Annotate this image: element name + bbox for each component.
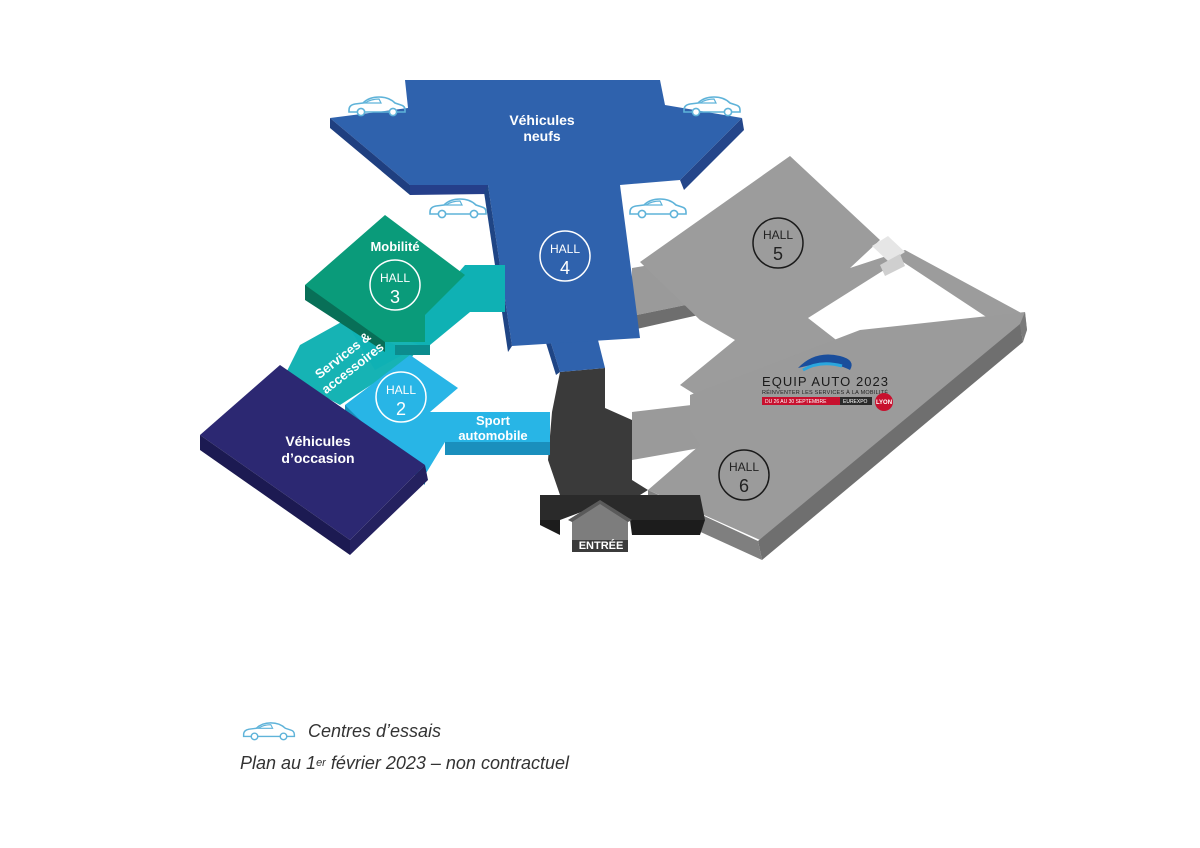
hall-5-6-block <box>632 156 1027 560</box>
label-vehicules-neufs-1: Véhicules <box>509 112 575 128</box>
hall-6-marker: HALL 6 <box>718 449 770 501</box>
hall-5-word: HALL <box>763 228 793 242</box>
hall-3-word: HALL <box>380 271 410 285</box>
logo-city: LYON <box>876 400 892 406</box>
hall-3-block <box>305 215 465 352</box>
hall-5-marker: HALL 5 <box>752 217 804 269</box>
label-occasion-2: d’occasion <box>281 450 354 466</box>
logo-tagline: RÉINVENTER LES SERVICES À LA MOBILITÉ <box>762 389 888 396</box>
hall-3-number: 3 <box>390 287 400 307</box>
occasion-block <box>200 365 428 555</box>
label-occasion-1: Véhicules <box>285 433 351 449</box>
hall-2-marker: HALL 2 <box>375 371 427 423</box>
hall-5-number: 5 <box>773 244 783 264</box>
label-sport-1: Sport <box>476 413 511 428</box>
legend-test-centers: Centres d’essais <box>240 716 569 746</box>
car-icon <box>429 198 487 219</box>
plan-note-prefix: Plan au 1 <box>240 752 317 773</box>
logo-venue: EUREXPO <box>843 399 868 405</box>
label-vehicules-neufs-2: neufs <box>523 128 561 144</box>
label-mobilite: Mobilité <box>370 239 419 254</box>
label-entree: ENTRÉE <box>579 539 624 552</box>
hall-4-word: HALL <box>550 242 580 256</box>
hall-4-marker: HALL 4 <box>539 230 591 282</box>
logo-brand: EQUIP AUTO 2023 <box>762 374 888 389</box>
equip-auto-logo: EQUIP AUTO 2023 RÉINVENTER LES SERVICES … <box>762 354 893 411</box>
car-icon <box>242 722 296 741</box>
hall-3-marker: HALL 3 <box>369 259 421 311</box>
hall-6-word: HALL <box>729 460 759 474</box>
legend-test-centers-label: Centres d’essais <box>308 720 442 741</box>
hall-4-number: 4 <box>560 258 570 278</box>
label-sport-2: automobile <box>458 428 527 443</box>
plan-note-suffix: février 2023 – non contractuel <box>325 752 569 773</box>
hall-2-word: HALL <box>386 383 416 397</box>
plan-note-sup: er <box>316 757 326 769</box>
logo-dates: DU 26 AU 30 SEPTEMBRE <box>765 399 827 405</box>
entrance-hall-block <box>540 368 705 552</box>
car-icon <box>629 198 687 219</box>
hall-2-number: 2 <box>396 399 406 419</box>
car-icon <box>683 96 741 117</box>
hall-6-number: 6 <box>739 476 749 496</box>
